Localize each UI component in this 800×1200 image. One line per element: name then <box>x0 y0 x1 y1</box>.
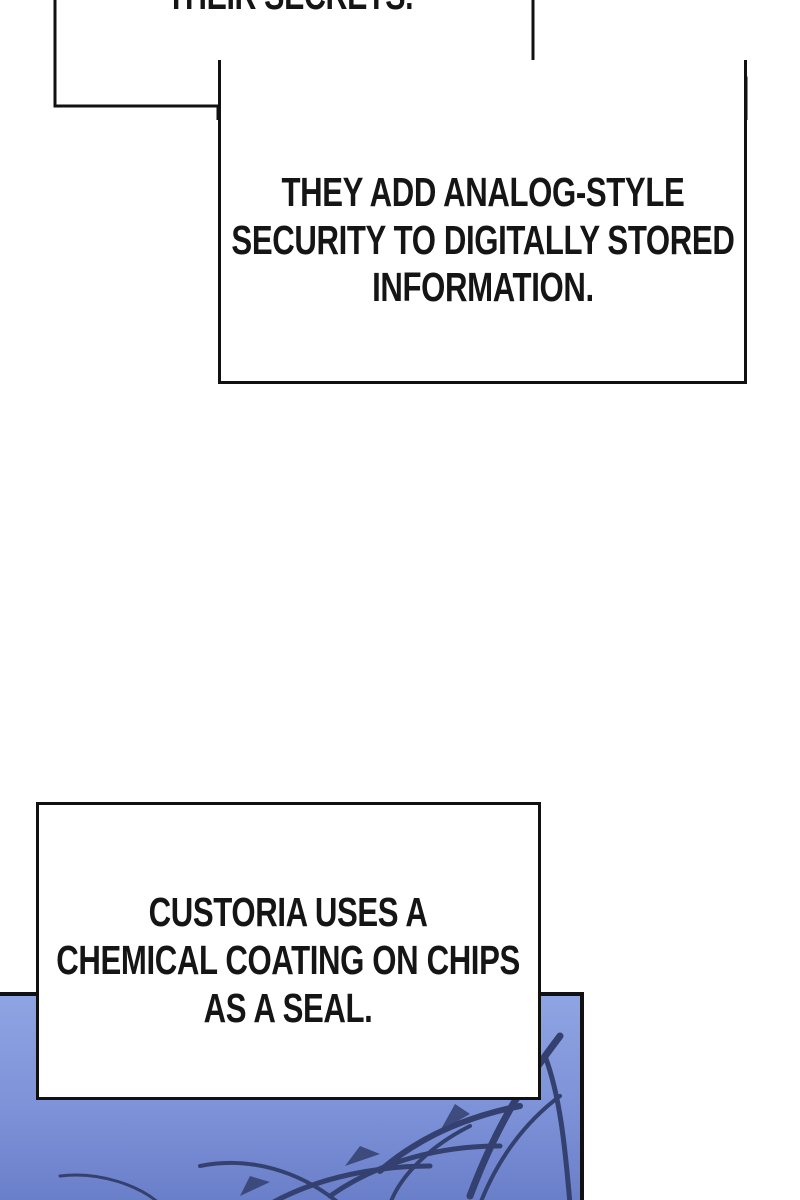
caption-text-custoria: CUSTORIA USES A CHEMICAL COATING ON CHIP… <box>57 889 521 1033</box>
caption-line: THEY ADD ANALOG-STYLE <box>281 168 684 215</box>
caption-line: SECURITY TO DIGITALLY STORED <box>231 216 735 263</box>
caption-top-partial: THEIR SECRETS. <box>100 0 480 20</box>
caption-line: INFORMATION. <box>371 264 594 311</box>
caption-box-analog-security: THEY ADD ANALOG-STYLE SECURITY TO DIGITA… <box>218 60 747 384</box>
caption-line: CUSTORIA USES A <box>149 889 428 936</box>
caption-line: CHEMICAL COATING ON CHIPS <box>56 937 521 984</box>
caption-line: AS A SEAL. <box>204 984 373 1031</box>
foliage-illustration <box>58 1032 573 1200</box>
caption-box-custoria: CUSTORIA USES A CHEMICAL COATING ON CHIP… <box>36 802 541 1100</box>
caption-text-analog-security: THEY ADD ANALOG-STYLE SECURITY TO DIGITA… <box>231 169 734 313</box>
